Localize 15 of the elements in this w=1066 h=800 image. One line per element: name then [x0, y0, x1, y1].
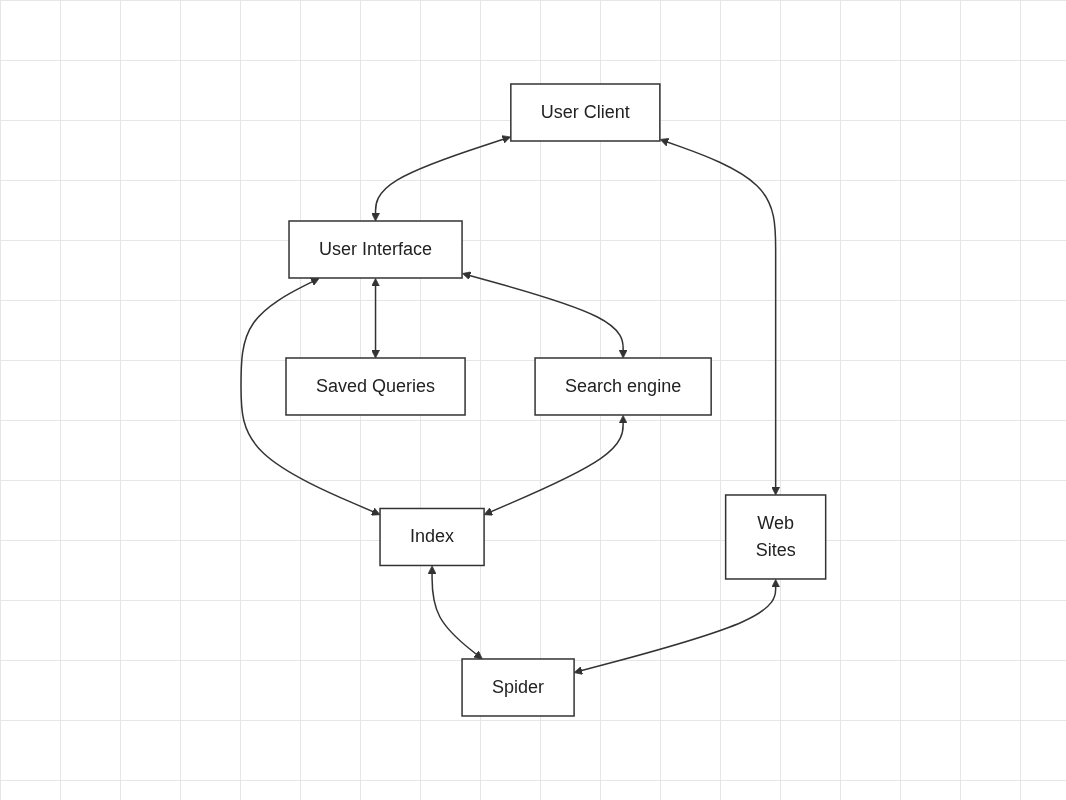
arrow — [659, 138, 780, 496]
node-box: Search engine — [534, 357, 712, 416]
arrow — [370, 135, 511, 222]
node-box: Index — [378, 507, 485, 567]
arrow — [573, 579, 780, 675]
node-box: User Interface — [287, 220, 463, 279]
node-box: Spider — [460, 658, 575, 717]
arrow — [239, 277, 381, 516]
node-box: Web Sites — [724, 494, 827, 580]
arrow — [461, 271, 628, 359]
node-box: User Client — [509, 83, 661, 142]
arrow — [483, 415, 628, 516]
arrow — [427, 565, 483, 660]
arrow — [370, 278, 380, 359]
node-box: Saved Queries — [284, 357, 466, 416]
